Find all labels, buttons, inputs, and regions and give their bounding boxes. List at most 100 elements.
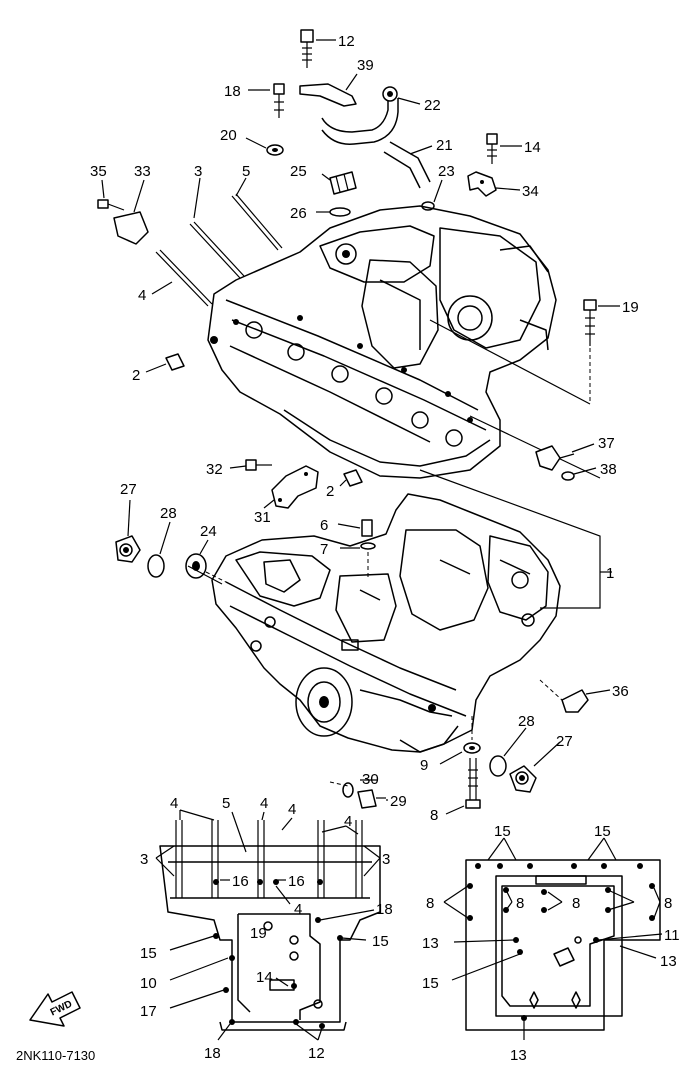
inset-callout-3b: 3 [382, 851, 390, 868]
callout-14: 14 [524, 139, 541, 156]
callout-7: 7 [320, 541, 328, 558]
dowel-6 [361, 519, 373, 537]
callout-32: 32 [206, 461, 223, 478]
inset-callout-16b: 16 [288, 873, 305, 890]
inset-callout-5: 5 [222, 795, 230, 812]
inset-callout-16a: 16 [232, 873, 249, 890]
o-ring-38 [561, 471, 575, 481]
bolt-35 [97, 199, 125, 211]
bolt-8 [465, 758, 481, 809]
stud-5 [231, 195, 279, 251]
plug-27-left [115, 535, 141, 563]
callout-34: 34 [522, 183, 539, 200]
callout-27: 27 [120, 481, 137, 498]
bracket-33 [113, 211, 149, 245]
callout-20: 20 [220, 127, 237, 144]
bracket-34 [467, 171, 497, 197]
o-ring-28-left [147, 554, 165, 578]
hose-21 [383, 141, 431, 189]
callout-2: 2 [132, 367, 140, 384]
inset-callout-4e: 4 [294, 901, 302, 918]
callout-38: 38 [600, 461, 617, 478]
sensor-37 [535, 445, 575, 471]
dowel-2-lower [343, 469, 363, 487]
callout-4: 4 [138, 287, 146, 304]
inset-callout-4b: 4 [260, 795, 268, 812]
plug-27-right [509, 765, 537, 793]
inset-callout-15c: 15 [494, 823, 511, 840]
callout-22: 22 [424, 97, 441, 114]
inset-upper-case-bolt-layout [159, 820, 381, 1031]
callout-24: 24 [200, 523, 217, 540]
callout-9: 9 [420, 757, 428, 774]
callout-27-right: 27 [556, 733, 573, 750]
callout-37: 37 [598, 435, 615, 452]
callout-12: 12 [338, 33, 355, 50]
stud-4 [155, 251, 209, 307]
callout-23: 23 [438, 163, 455, 180]
inset-callout-14: 14 [256, 969, 273, 986]
lower-crankcase [211, 493, 561, 753]
inset-callout-12: 12 [308, 1045, 325, 1062]
o-ring-30 [342, 782, 354, 798]
bolt-18-top [273, 83, 285, 118]
callout-6: 6 [320, 517, 328, 534]
inset-callout-18a: 18 [376, 901, 393, 918]
washer-20 [266, 144, 284, 156]
inset-callout-13b: 13 [660, 953, 677, 970]
inset-callout-8b: 8 [426, 895, 434, 912]
bolt-32 [245, 459, 272, 471]
inset-callout-4a: 4 [170, 795, 178, 812]
inset-callout-17: 17 [140, 1003, 157, 1020]
inset-callout-8d: 8 [572, 895, 580, 912]
inset-callout-4d: 4 [344, 813, 352, 830]
washer-9 [463, 742, 481, 754]
callout-28: 28 [160, 505, 177, 522]
bolt-12-top [300, 29, 314, 68]
inset-callout-3a: 3 [140, 851, 148, 868]
inset-callout-13c: 13 [510, 1047, 527, 1064]
callout-1-bracket [419, 469, 601, 609]
dowel-2-upper [165, 353, 185, 371]
inset-lower-case-bolt-layout [465, 859, 661, 1031]
inset-callout-15d: 15 [594, 823, 611, 840]
callout-29: 29 [390, 793, 407, 810]
o-ring-7 [360, 542, 376, 550]
inset-callout-15b: 15 [372, 933, 389, 950]
callout-3: 3 [194, 163, 202, 180]
forward-arrow-icon: FWD [29, 991, 81, 1027]
inset-callout-18b: 18 [204, 1045, 221, 1062]
plate-31 [271, 465, 319, 509]
inset-callout-10: 10 [140, 975, 157, 992]
callout-28-right: 28 [518, 713, 535, 730]
clamp-22 [382, 86, 398, 102]
inset-callout-11: 11 [664, 927, 680, 944]
inset-callout-19: 19 [250, 925, 267, 942]
inset-callout-13a: 13 [422, 935, 439, 952]
callout-39: 39 [357, 57, 374, 74]
callout-36: 36 [612, 683, 629, 700]
plug-29 [357, 789, 386, 809]
o-ring-26 [329, 207, 351, 217]
callout-35: 35 [90, 163, 107, 180]
diagram-code: 2NK110-7130 [16, 1048, 95, 1063]
callout-30: 30 [362, 771, 379, 788]
bracket-39 [299, 83, 357, 107]
callout-2-lower: 2 [326, 483, 334, 500]
upper-crankcase [207, 205, 557, 479]
inset-callout-4c: 4 [288, 801, 296, 818]
callout-1: 1 [606, 565, 614, 582]
bracket-36 [561, 689, 589, 713]
breather-hose [321, 98, 399, 145]
inset-callout-8e: 8 [664, 895, 672, 912]
inset-callout-15e: 15 [422, 975, 439, 992]
callout-8: 8 [430, 807, 438, 824]
callout-18: 18 [224, 83, 241, 100]
bolt-14 [486, 133, 498, 164]
o-ring-28-right [489, 755, 507, 777]
callout-19: 19 [622, 299, 639, 316]
callout-25: 25 [290, 163, 307, 180]
callout-31: 31 [254, 509, 271, 526]
stud-3 [189, 223, 241, 279]
